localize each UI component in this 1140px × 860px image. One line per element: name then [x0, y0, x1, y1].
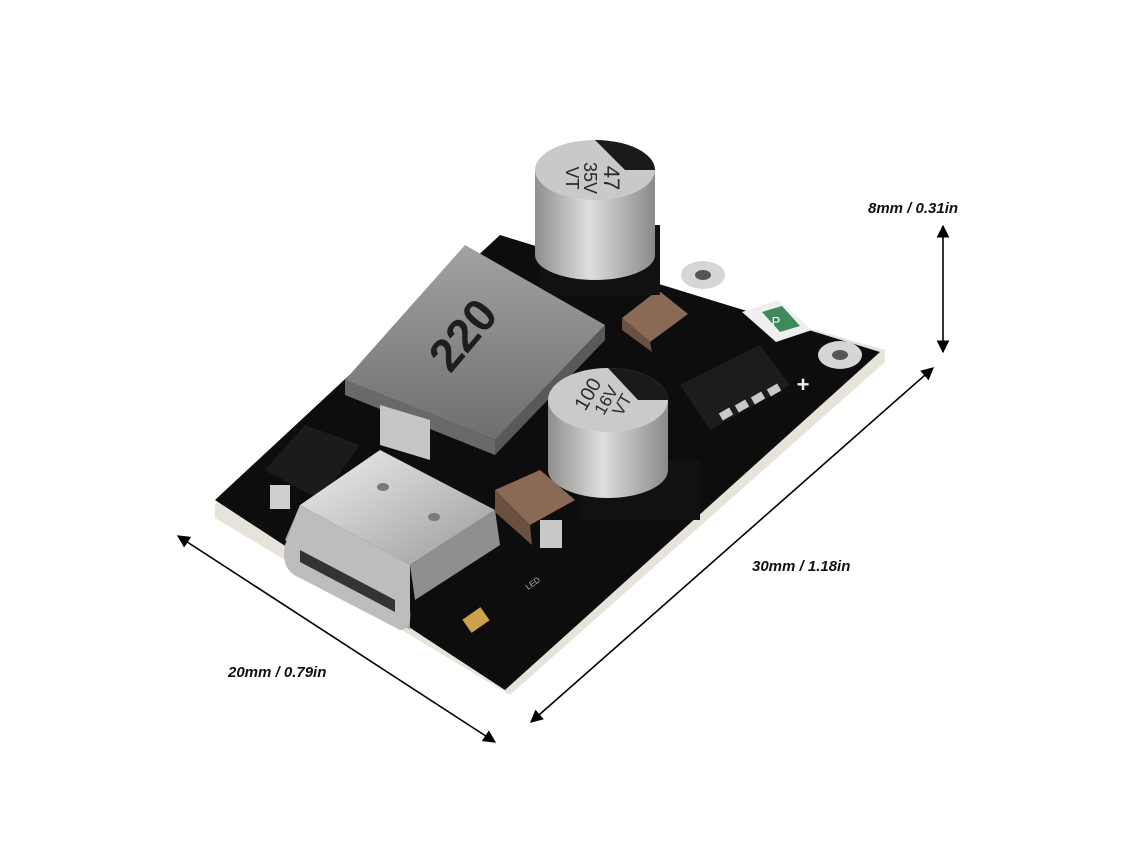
length-dimension-label: 30mm / 1.18in	[752, 558, 851, 575]
cap-top-voltage: 35V	[580, 162, 600, 194]
width-dimension-label: 20mm / 0.79in	[228, 664, 327, 681]
width-dimension-arrow	[176, 535, 497, 743]
plus-marking: +	[797, 372, 810, 397]
length-dimension-arrow	[530, 367, 934, 723]
ceramic-capacitor-top	[622, 290, 688, 352]
fuse: P	[742, 300, 812, 342]
capacitor-top: 47 35V VT	[535, 140, 660, 295]
diode	[265, 425, 360, 509]
fuse-marking: P	[772, 314, 781, 329]
cap-top-value: 47	[599, 166, 624, 190]
cap-top-code: VT	[562, 166, 582, 189]
height-dimension-label: 8mm / 0.31in	[868, 200, 959, 217]
